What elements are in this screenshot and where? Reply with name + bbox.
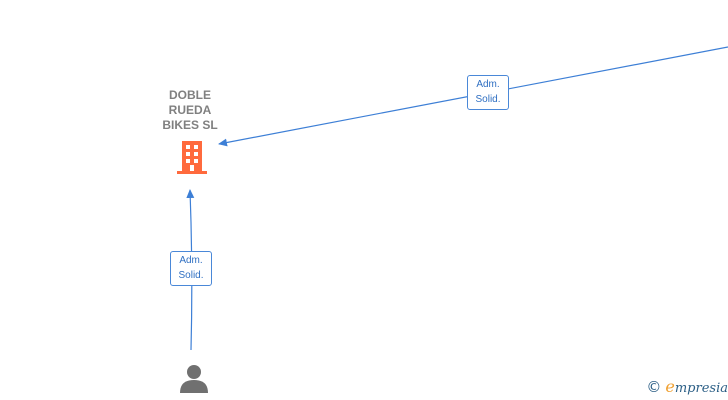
company-name-line-2: RUEDA [168,103,212,117]
company-name-line-3: BIKES SL [162,118,218,132]
empresia-watermark: © empresia [646,377,728,396]
brand-initial: e [665,377,675,396]
person-icon[interactable] [178,362,210,394]
brand-rest: mpresia [674,381,728,396]
edge-label-line-1: Adm. [179,255,203,266]
building-icon[interactable] [176,139,208,175]
company-name-line-1: DOBLE [169,88,211,102]
brand-name: empresia [665,377,728,396]
edge-label-line-1: Adm. [476,79,500,90]
edge-label-line-2: Solid. [178,270,204,281]
edge-label-line-2: Solid. [475,94,501,105]
edge-label-person-to-company[interactable]: Adm. Solid. [170,251,212,286]
company-name[interactable]: DOBLE RUEDA BIKES SL [142,88,238,133]
copyright-icon: © [646,377,662,396]
edge-label-offscreen-to-company[interactable]: Adm. Solid. [467,75,509,110]
